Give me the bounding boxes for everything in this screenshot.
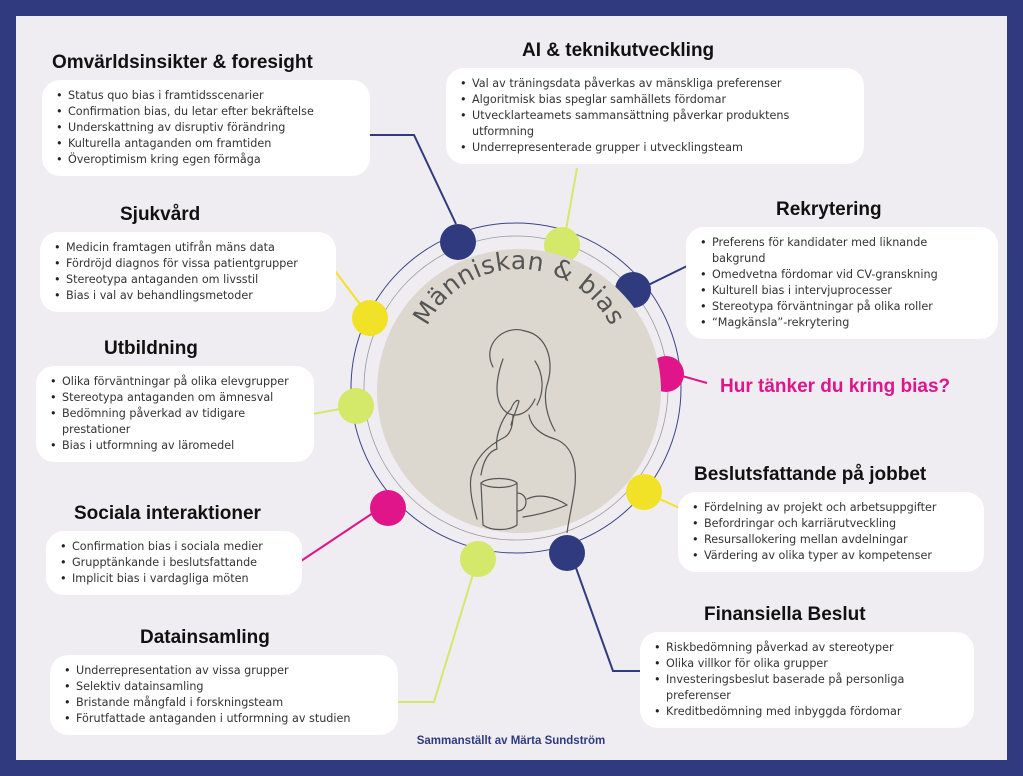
topic-box: Olika förväntningar på olika elevgrupper… [36,366,314,462]
topic-omvarld: Omvärldsinsikter & foresight Status quo … [42,52,370,176]
list-item: Utvecklarteamets sammansättning påverkar… [460,108,850,140]
list-item: Värdering av olika typer av kompetenser [692,548,970,564]
list-item: Förutfattade antaganden i utformning av … [64,711,384,727]
topic-title: Omvärldsinsikter & foresight [52,52,313,73]
center-title: Människan & bias [407,249,631,330]
topic-box: Preferens för kandidater med liknande ba… [686,227,998,339]
list-item: Investeringsbeslut baserade på personlig… [654,672,960,704]
list-item: Preferens för kandidater med liknande ba… [700,235,984,267]
node-dot-omvarld [440,224,476,260]
list-item: Befordringar och karriärutveckling [692,516,970,532]
connector-finans [570,553,643,672]
bullet-list: Underrepresentation av vissa grupper Sel… [60,663,384,727]
topic-box: Medicin framtagen utifrån mäns data Förd… [40,232,336,312]
list-item: Confirmation bias i sociala medier [60,539,288,555]
list-item: Grupptänkande i beslutsfattande [60,555,288,571]
bullet-list: Medicin framtagen utifrån mäns data Förd… [50,240,322,304]
bullet-list: Preferens för kandidater med liknande ba… [696,235,984,331]
list-item: Status quo bias i framtidsscenarier [56,88,356,104]
node-dot-beslut [626,474,662,510]
list-item: Medicin framtagen utifrån mäns data [54,240,322,256]
credit-text: Sammanställt av Märta Sundström [416,735,606,747]
poster: Människan & bias Omvärldsinsikter & fore… [16,16,1007,760]
list-item: Bedömning påverkad av tidigare prestatio… [50,406,300,438]
list-item: Val av träningsdata påverkas av mänsklig… [460,76,850,92]
list-item: Underrepresentation av vissa grupper [64,663,384,679]
topic-data: Datainsamling Underrepresentation av vis… [50,627,398,735]
list-item: Stereotypa antaganden om ämnesval [50,390,300,406]
list-item: Kulturell bias i intervjuprocesser [700,283,984,299]
list-item: Stereotypa förväntningar på olika roller [700,299,984,315]
topic-title: AI & teknikutveckling [522,40,715,61]
list-item: Olika villkor för olika grupper [654,656,960,672]
node-dot-finans [549,535,585,571]
topic-beslut: Beslutsfattande på jobbet Fördelning av … [678,464,984,572]
topic-box: Fördelning av projekt och arbetsuppgifte… [678,492,984,572]
topic-ai: AI & teknikutveckling Val av träningsdat… [446,40,864,164]
list-item: Underrepresenterade grupper i utveckling… [460,140,850,156]
topic-title: Rekrytering [776,199,882,220]
list-item: Omedvetna fördomar vid CV-granskning [700,267,984,283]
topic-sociala: Sociala interaktioner Confirmation bias … [46,503,302,595]
node-dot-utbildning [338,388,374,424]
list-item: Fördelning av projekt och arbetsuppgifte… [692,500,970,516]
topic-box: Val av träningsdata påverkas av mänsklig… [446,68,864,164]
list-item: Bias i val av behandlingsmetoder [54,288,322,304]
list-item: Överoptimism kring egen förmåga [56,152,356,168]
question-text: Hur tänker du kring bias? [720,376,951,397]
center-circle: Människan & bias [377,246,661,534]
topic-box: Confirmation bias i sociala medier Grupp… [46,531,302,595]
bullet-list: Fördelning av projekt och arbetsuppgifte… [688,500,970,564]
list-item: Underskattning av disruptiv förändring [56,120,356,136]
topic-title: Datainsamling [140,627,270,648]
topic-sjukvard: Sjukvård Medicin framtagen utifrån mäns … [40,204,336,312]
topic-box: Underrepresentation av vissa grupper Sel… [50,655,398,735]
node-dot-sociala [370,490,406,526]
list-item: “Magkänsla”-rekrytering [700,315,984,331]
list-item: Riskbedömning påverkad av stereotyper [654,640,960,656]
list-item: Resursallokering mellan avdelningar [692,532,970,548]
connector-omvarld [361,134,457,225]
bullet-list: Confirmation bias i sociala medier Grupp… [56,539,288,587]
list-item: Olika förväntningar på olika elevgrupper [50,374,300,390]
topic-title: Sociala interaktioner [74,503,261,524]
thinking-woman-icon [469,329,576,534]
list-item: Bias i utformning av läromedel [50,438,300,454]
connector-sociala [297,512,374,564]
bullet-list: Status quo bias i framtidsscenarier Conf… [52,88,356,168]
list-item: Selektiv datainsamling [64,679,384,695]
bullet-list: Riskbedömning påverkad av stereotyper Ol… [650,640,960,720]
list-item: Kreditbedömning med inbyggda fördomar [654,704,960,720]
topic-title: Sjukvård [120,204,201,225]
topic-utbildning: Utbildning Olika förväntningar på olika … [36,338,314,462]
topic-box: Riskbedömning påverkad av stereotyper Ol… [640,632,974,728]
list-item: Kulturella antaganden om framtiden [56,136,356,152]
topic-title: Utbildning [104,338,198,359]
node-dot-sjukvard [352,300,388,336]
bullet-list: Olika förväntningar på olika elevgrupper… [46,374,300,454]
topic-rekrytering: Rekrytering Preferens för kandidater med… [686,199,998,339]
connector-data [396,560,478,703]
topic-box: Status quo bias i framtidsscenarier Conf… [42,80,370,176]
list-item: Algoritmisk bias speglar samhällets förd… [460,92,850,108]
list-item: Confirmation bias, du letar efter bekräf… [56,104,356,120]
topic-title: Beslutsfattande på jobbet [694,464,927,485]
center-svg: Människan & bias [407,246,631,534]
topic-title: Finansiella Beslut [704,604,866,625]
list-item: Fördröjd diagnos för vissa patientgruppe… [54,256,322,272]
node-dot-data [460,541,496,577]
list-item: Implicit bias i vardagliga möten [60,571,288,587]
list-item: Bristande mångfald i forskningsteam [64,695,384,711]
list-item: Stereotypa antaganden om livsstil [54,272,322,288]
topic-finans: Finansiella Beslut Riskbedömning påverka… [640,604,974,728]
bullet-list: Val av träningsdata påverkas av mänsklig… [456,76,850,156]
